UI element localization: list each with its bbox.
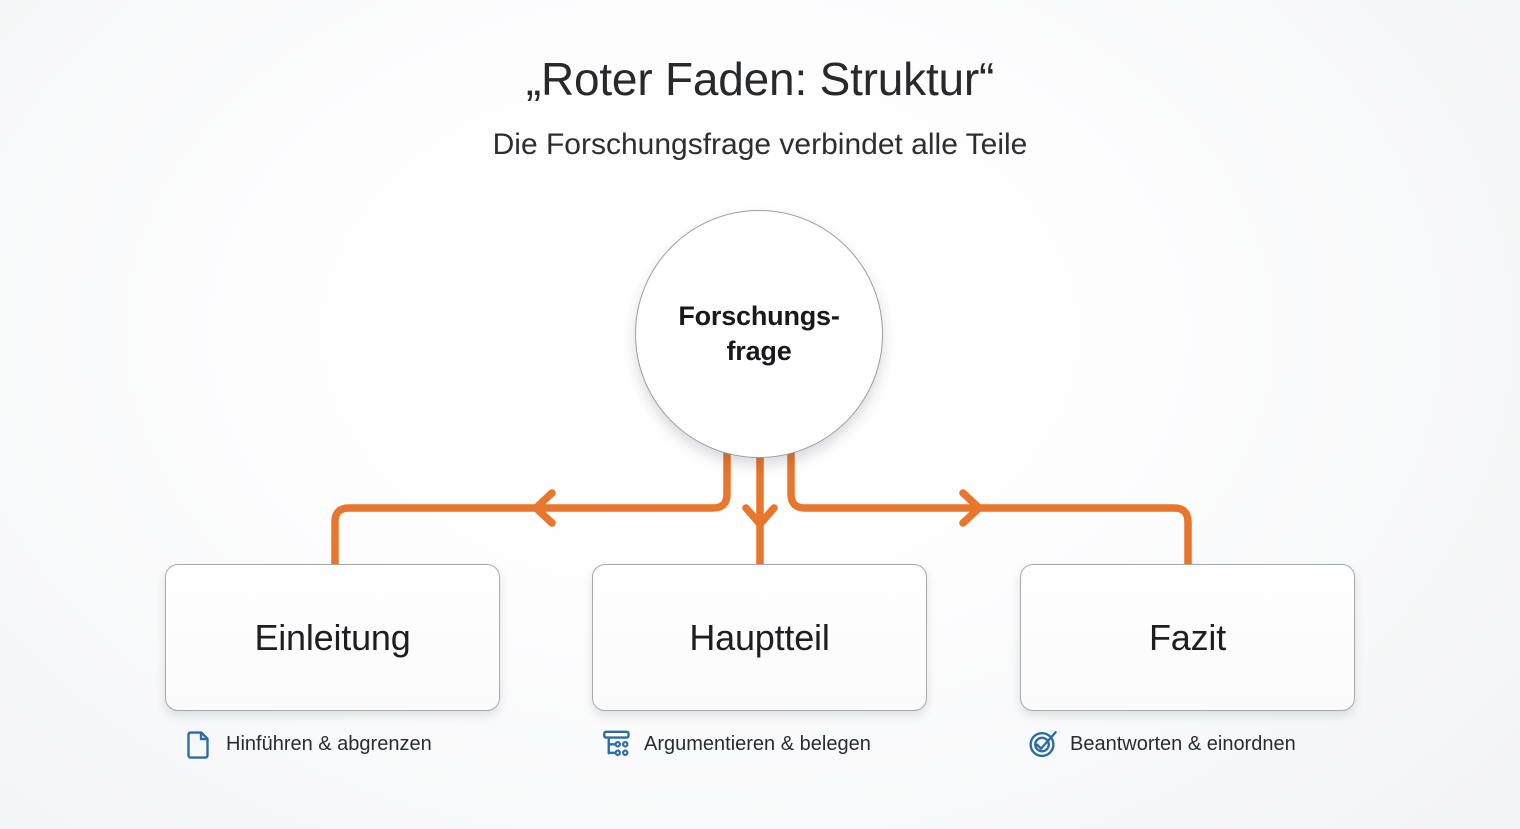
node-label-fazit: Fazit	[1148, 616, 1226, 658]
caption-text-fazit: Beantworten & einordnen	[1070, 732, 1296, 755]
node-label-einleitung: Einleitung	[254, 616, 411, 658]
central-node-forschungsfrage[interactable]: Forschungs- frage	[635, 210, 883, 458]
caption-text-einleitung: Hinführen & abgrenzen	[226, 732, 432, 755]
central-node-label: Forschungs- frage	[678, 299, 840, 369]
node-box-fazit[interactable]: Fazit	[1020, 564, 1355, 711]
node-label-hauptteil: Hauptteil	[689, 616, 830, 658]
page-subtitle: Die Forschungsfrage verbindet alle Teile	[492, 128, 1028, 161]
document-icon	[187, 731, 209, 759]
target-check-icon	[1029, 731, 1057, 758]
caption-einleitung: Hinführen & abgrenzen	[184, 729, 432, 759]
page-title: „Roter Faden: Struktur“	[525, 53, 995, 105]
central-node-label-line1: Forschungs-	[678, 300, 840, 331]
caption-hauptteil: Argumentieren & belegen	[602, 729, 871, 759]
caption-text-hauptteil: Argumentieren & belegen	[644, 732, 871, 755]
central-node-label-line2: frage	[726, 336, 792, 366]
node-box-hauptteil[interactable]: Hauptteil	[592, 564, 927, 711]
node-box-einleitung[interactable]: Einleitung	[165, 564, 500, 711]
caption-fazit: Beantworten & einordnen	[1028, 729, 1296, 759]
hierarchy-icon	[603, 730, 630, 756]
